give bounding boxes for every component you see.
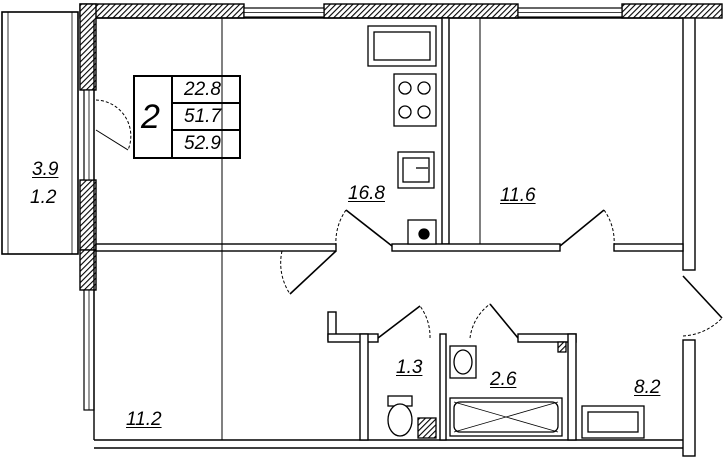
axis-lines: [221, 18, 481, 440]
exterior-walls: [79, 3, 723, 457]
interior-walls: [95, 17, 684, 441]
bedroom-bottom-left-area-label: 11.2: [126, 409, 162, 430]
outer-lines: [93, 17, 683, 449]
summary-table: [133, 75, 241, 159]
living-area-value: 22.8: [184, 79, 221, 100]
total-area-value: 51.7: [184, 106, 221, 127]
toilet-area-label: 1.3: [396, 357, 423, 378]
total-area-with-balcony-value: 52.9: [184, 133, 221, 154]
windows: [83, 7, 623, 411]
room-count: 2: [141, 98, 160, 136]
balcony-coefficient-label: 1.2: [30, 187, 57, 208]
hallway-area-label: 8.2: [634, 377, 661, 398]
doors: [95, 99, 723, 339]
bath-fixtures: [387, 341, 645, 439]
balcony: [1, 11, 79, 255]
bedroom-top-right-area-label: 11.6: [500, 185, 536, 206]
kitchen-area-label: 16.8: [348, 183, 385, 204]
balcony-area-label: 3.9: [32, 159, 59, 180]
kitchen-fixtures: [367, 25, 437, 245]
bathroom-area-label: 2.6: [490, 369, 517, 390]
